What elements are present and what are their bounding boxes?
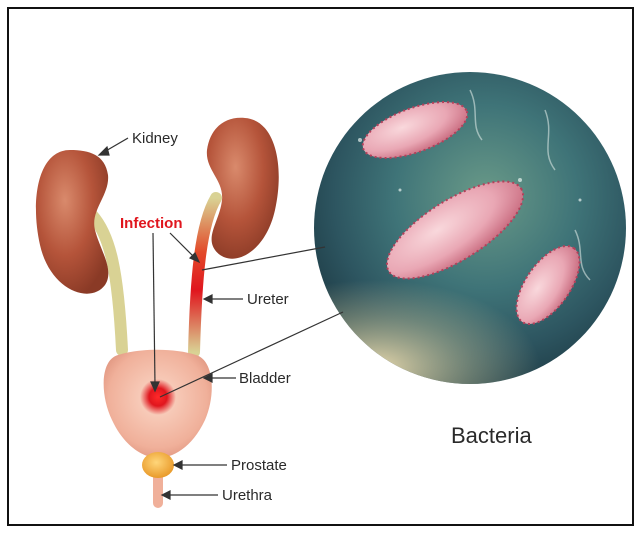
- urethra-label: Urethra: [222, 487, 273, 504]
- bacteria-label: Bacteria: [451, 423, 532, 448]
- kidney-label: Kidney: [132, 130, 178, 147]
- prostate-shape: [142, 452, 174, 478]
- ureter-arrow-icon: [204, 295, 212, 303]
- prostate-label: Prostate: [231, 457, 287, 474]
- prostate-arrow-icon: [174, 461, 182, 469]
- kidney-arrow-icon: [99, 147, 109, 155]
- right-kidney: [207, 118, 279, 259]
- urethra-arrow-icon: [162, 491, 170, 499]
- bladder-label: Bladder: [239, 370, 291, 387]
- infection-pointer-line-ureter: [170, 233, 195, 258]
- bacteria-magnified-view: [270, 72, 626, 400]
- infection-label: Infection: [120, 215, 183, 232]
- right-ureter: [194, 198, 216, 352]
- ureter-label: Ureter: [247, 291, 289, 308]
